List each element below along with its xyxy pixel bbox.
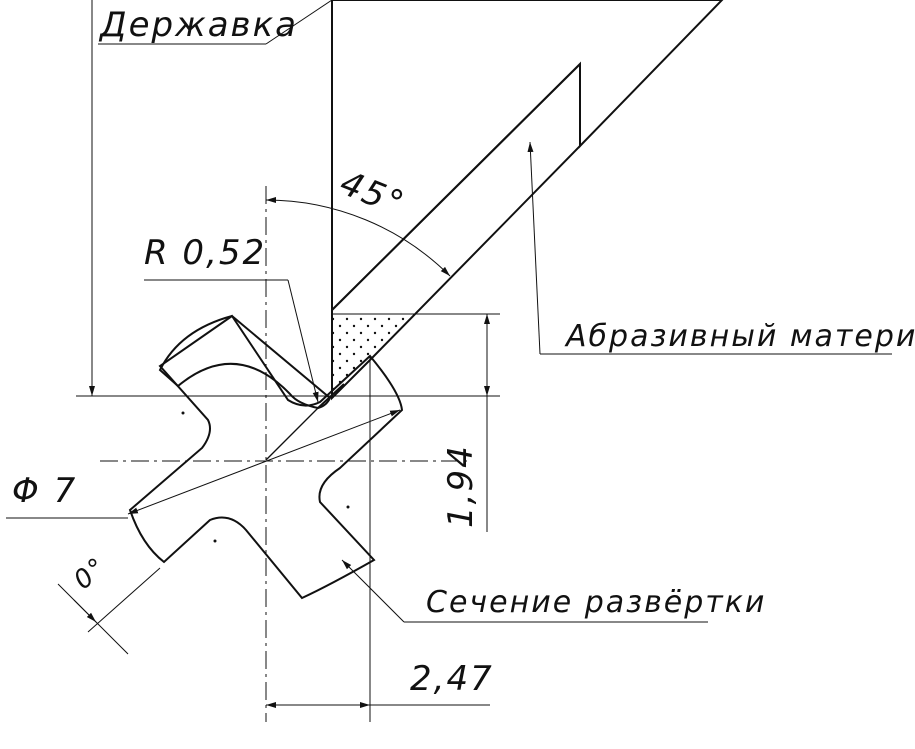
holder [331,0,724,313]
width-dimension: 2,47 [266,659,494,708]
holder-leader: Державка [98,0,333,45]
zero-angle-label: 0° [68,551,113,596]
zero-angle-dimension: 0° [57,551,161,655]
section-label: Сечение развёртки [426,585,766,620]
abrasive-label: Абразивный материал [564,319,915,354]
width-label: 2,47 [410,659,494,699]
abrasive-leader: Абразивный материал [527,141,915,355]
height-dimension: 1,94 [441,314,490,532]
height-label: 1,94 [441,444,481,528]
radius-label: R 0,52 [144,233,266,273]
diameter-dimension: Φ 7 [6,409,401,519]
radius-dimension: R 0,52 [144,233,319,403]
diameter-label: Φ 7 [12,471,77,511]
angle-label: 45° [334,163,410,225]
section-leader: Сечение развёртки [341,559,766,623]
abrasive-layer [331,61,581,401]
holder-label: Державка [98,5,298,45]
